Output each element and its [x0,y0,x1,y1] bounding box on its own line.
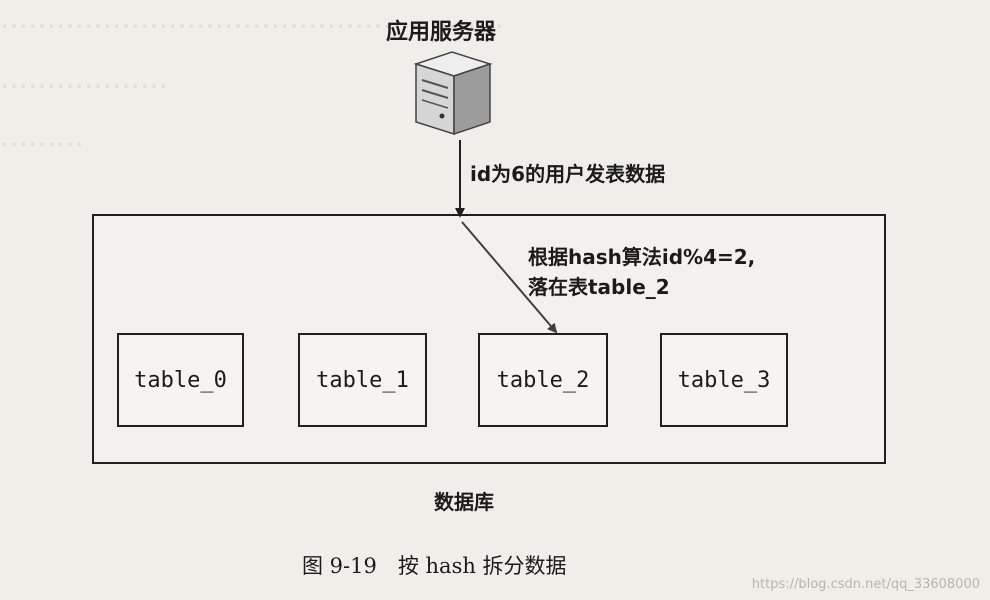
bleed-through-text: ……… [0,120,84,153]
database-label: 数据库 [434,490,494,514]
server-title: 应用服务器 [386,20,497,45]
figure-caption: 图 9-19 按 hash 拆分数据 [302,554,567,578]
request-label: id为6的用户发表数据 [470,162,666,186]
hash-rule-line-2: 落在表table_2 [528,275,670,299]
table-box-0: table_0 [117,333,244,427]
bleed-through-text: ……………… [0,62,168,95]
hash-rule-note: 根据hash算法id%4=2, 落在表table_2 [528,242,755,302]
table-box-3: table_3 [660,333,788,427]
database-container [92,214,886,464]
hash-rule-line-1: 根据hash算法id%4=2, [528,245,756,269]
watermark: https://blog.csdn.net/qq_33608000 [751,577,980,592]
bleed-through-text: ……………………………………………… [0,2,504,35]
table-box-1: table_1 [298,333,427,427]
server-icon [406,50,496,138]
hash-route-arrow [461,221,558,334]
table-box-2: table_2 [478,333,608,427]
